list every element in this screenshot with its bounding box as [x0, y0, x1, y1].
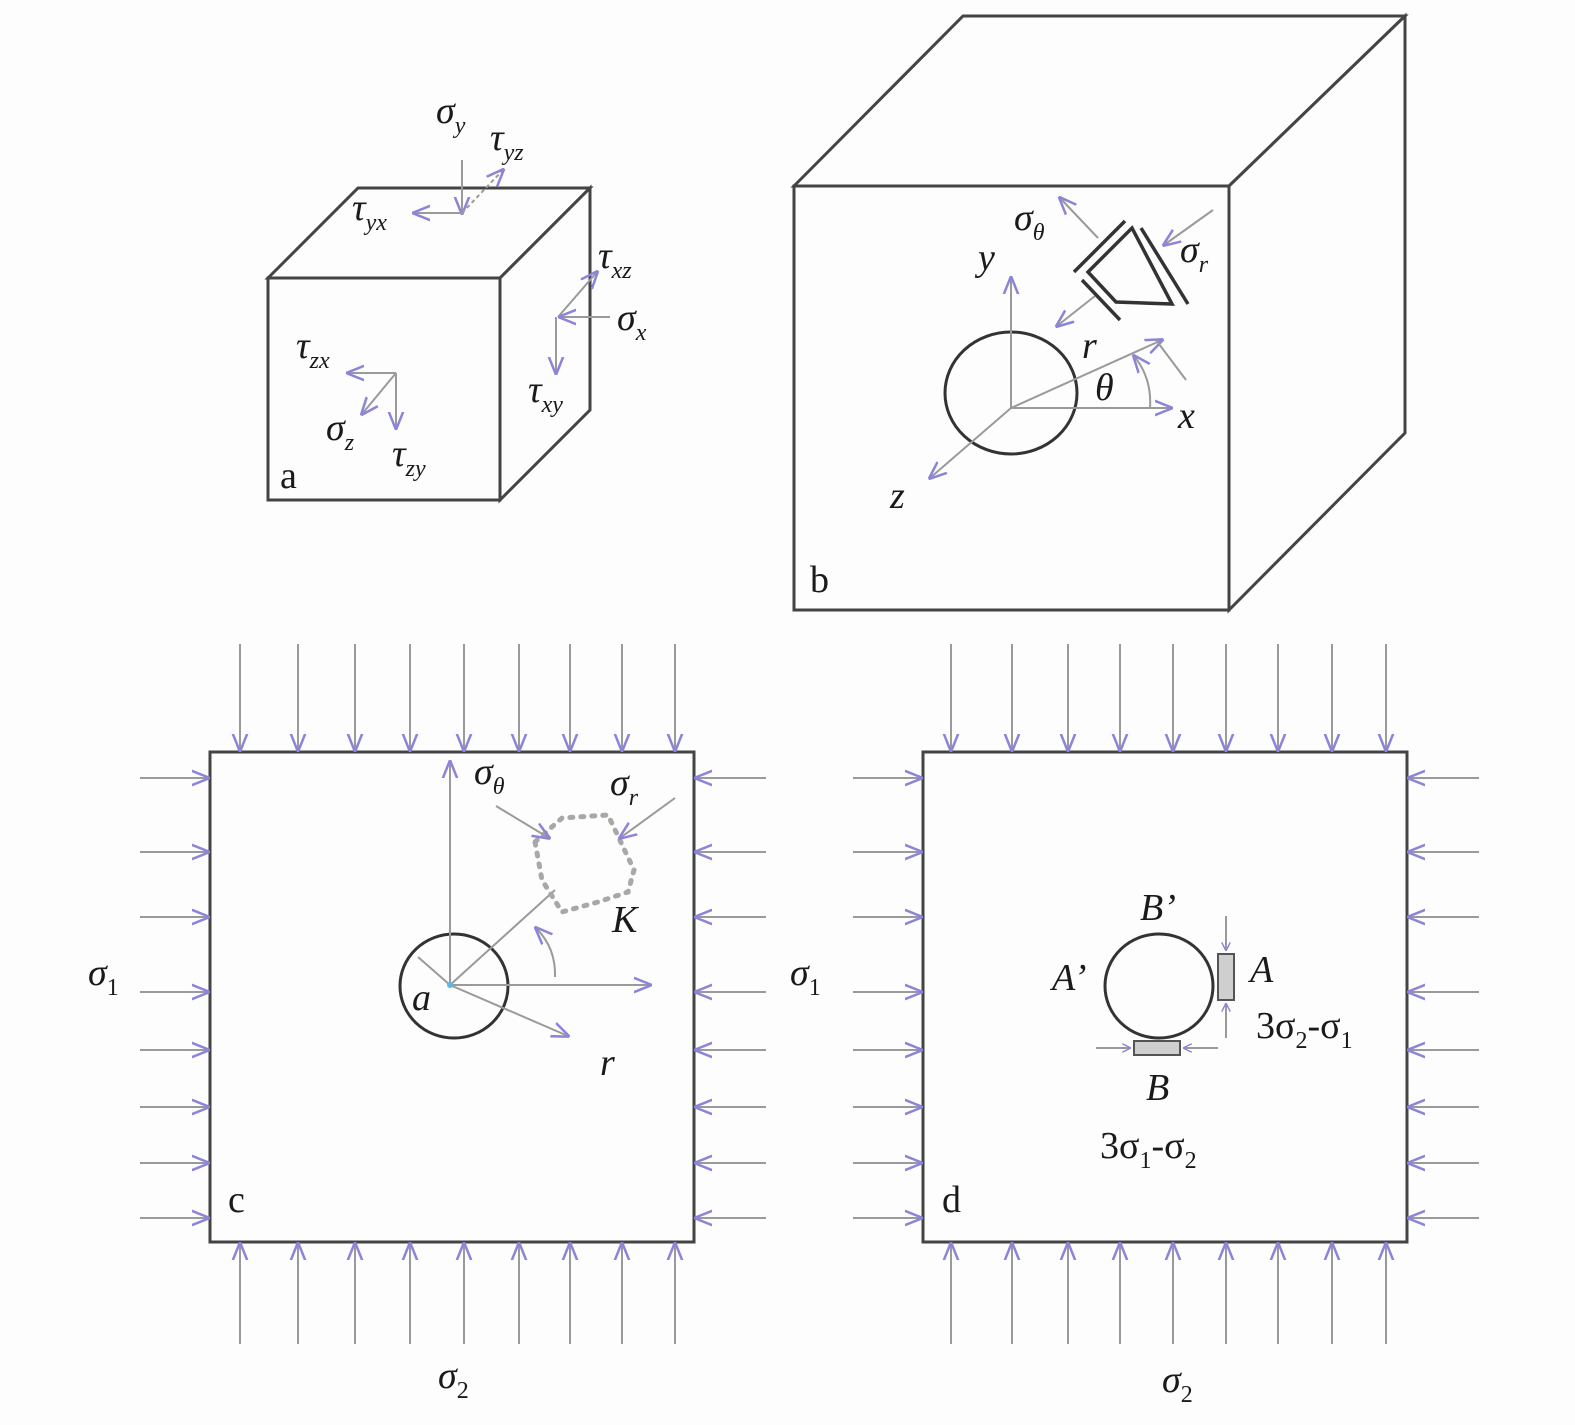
sigma-2-label-d: σ2 — [1162, 1359, 1193, 1408]
tau-yx-label: τyx — [352, 187, 387, 236]
dotted-element-c — [532, 812, 637, 915]
stress-a-label-d: 3σ2-σ1 — [1256, 1005, 1353, 1054]
y-axis-label-b: y — [974, 237, 995, 279]
panel-c: σθ σr K a r σ1 σ2 c — [88, 644, 766, 1404]
radius-line-c — [449, 889, 556, 986]
radius-a-line-c — [417, 956, 451, 986]
radius-line-b — [1010, 340, 1162, 409]
point-a-label-d: A — [1247, 949, 1274, 991]
tau-xz-label: τxz — [598, 235, 632, 284]
point-a-prime-label-d: A’ — [1049, 957, 1086, 999]
radius-label-b: r — [1082, 325, 1097, 367]
panel-c-label: c — [228, 1179, 245, 1221]
sigma-z-label: σz — [326, 407, 355, 456]
panel-a-label: a — [280, 455, 297, 497]
theta-arc-b — [1134, 356, 1152, 409]
tau-zx-label: τzx — [296, 325, 330, 374]
z-axis-b — [930, 407, 1012, 478]
element-bar-right-b — [1139, 227, 1190, 305]
plate-d — [921, 750, 1409, 1244]
angle-arc-c — [536, 928, 557, 978]
point-k-label-c: K — [611, 899, 639, 941]
hole-radius-label-c: a — [412, 977, 431, 1019]
plate-c — [208, 750, 696, 1244]
loads-d — [853, 644, 1479, 1344]
z-axis-label-b: z — [889, 475, 905, 517]
sigma-r-label-b: σr — [1180, 229, 1209, 278]
origin-c — [447, 982, 453, 988]
tau-yz-label: τyz — [490, 117, 524, 166]
panel-b: σθ σr y x z r θ b — [790, 12, 1409, 614]
panel-a: σy τyz τyx τxz σx τxy τzx σz τzy a — [264, 90, 647, 504]
stress-element-b — [1072, 219, 1190, 322]
element-bar-top-b — [1072, 219, 1127, 274]
theta-label-b: θ — [1095, 367, 1114, 409]
loads-c — [140, 644, 766, 1344]
sigma-z-arrow — [362, 372, 397, 414]
sigma-theta-arrow-b2 — [1057, 295, 1096, 326]
sigma-theta-label-c: σθ — [474, 751, 505, 800]
sigma-theta-arrow-c — [495, 805, 549, 838]
sigma-2-label-c: σ2 — [438, 1355, 469, 1404]
panel-d-label: d — [942, 1179, 961, 1221]
sigma-x-label: σx — [617, 297, 647, 346]
tau-zy-label: τzy — [392, 433, 426, 482]
stress-b-label-d: 3σ1-σ2 — [1100, 1125, 1197, 1174]
sigma-y-label: σy — [436, 90, 466, 139]
sigma-1-label-c: σ1 — [88, 952, 119, 1001]
theta-tick-b — [1155, 339, 1187, 381]
element-bar-bottom-b — [1080, 278, 1122, 322]
sigma-r-arrow-b — [1164, 209, 1214, 245]
radius-label-c: r — [600, 1042, 615, 1084]
tau-xy-label: τxy — [528, 369, 563, 418]
sigma-1-label-d: σ1 — [790, 952, 821, 1001]
element-outline-b — [1085, 225, 1175, 306]
sigma-theta-label-b: σθ — [1014, 197, 1045, 246]
sigma-theta-arrow-b — [1060, 198, 1099, 239]
point-b-label-d: B — [1146, 1067, 1169, 1109]
element-a-d — [1217, 953, 1235, 1001]
panel-b-label: b — [810, 559, 829, 601]
sigma-r-arrow-c — [620, 797, 676, 838]
sigma-r-label-c: σr — [610, 762, 639, 811]
r-arrow-c — [449, 984, 568, 1036]
point-b-prime-label-d: B’ — [1140, 887, 1176, 929]
tau-yz-arrow — [461, 170, 503, 214]
panel-d: B’ A’ A B 3σ2-σ1 3σ1-σ2 σ1 σ2 d — [790, 644, 1479, 1408]
element-b-d — [1133, 1040, 1181, 1056]
x-axis-label-b: x — [1177, 395, 1195, 437]
tunnel-hole-d — [1103, 932, 1215, 1040]
